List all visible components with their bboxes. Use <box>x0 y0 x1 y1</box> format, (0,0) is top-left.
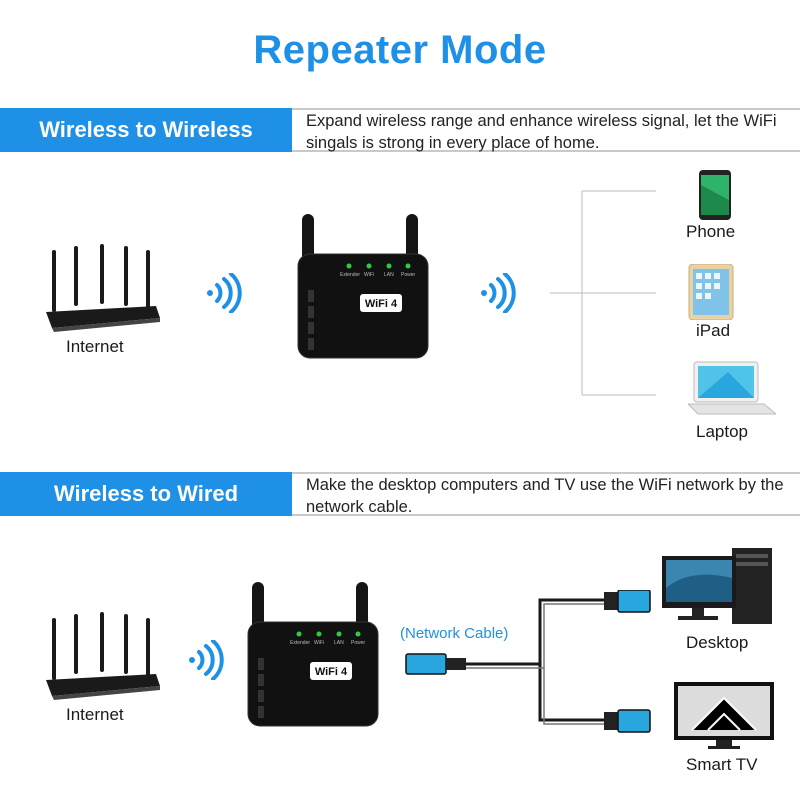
device-label: Phone <box>686 222 736 241</box>
repeater-device: Extender WiFi LAN Power WiFi 4 <box>297 214 429 359</box>
repeater-device: Extender WiFi LAN Power WiFi 4 <box>247 582 379 727</box>
led-label: Power <box>351 640 366 646</box>
device-label: iPad <box>696 321 731 340</box>
network-cable <box>405 590 651 733</box>
led-label: LAN <box>384 272 394 278</box>
connection-lines <box>550 190 656 396</box>
wifi-badge: WiFi 4 <box>315 666 348 678</box>
led-label: WiFi <box>314 640 324 646</box>
tablet-icon <box>688 264 734 320</box>
router-label: Internet <box>66 337 124 356</box>
section-header-wired: Wireless to Wired Make the desktop compu… <box>0 472 800 516</box>
wifi-signal-icon <box>189 640 224 680</box>
router-icon <box>46 612 160 700</box>
tv-icon <box>674 682 774 749</box>
section-description: Make the desktop computers and TV use th… <box>306 476 784 516</box>
device-label: Smart TV <box>686 755 758 774</box>
phone-icon <box>699 170 731 220</box>
led-label: WiFi <box>364 272 374 278</box>
wifi-signal-icon <box>481 273 516 313</box>
laptop-icon <box>688 361 776 415</box>
section-tag: Wireless to Wired <box>0 472 292 516</box>
led-label: Extender <box>290 640 310 646</box>
device-label: Desktop <box>686 633 749 652</box>
wifi-badge: WiFi 4 <box>365 298 398 310</box>
page-title: Repeater Mode <box>253 28 547 72</box>
section-tag: Wireless to Wireless <box>0 108 292 152</box>
router-label: Internet <box>66 705 124 724</box>
section-header-wireless: Wireless to Wireless Expand wireless ran… <box>0 108 800 152</box>
device-label: Laptop <box>696 422 748 441</box>
led-label: Extender <box>340 272 360 278</box>
divider <box>0 108 800 110</box>
wifi-signal-icon <box>207 273 242 313</box>
desktop-icon <box>662 548 772 624</box>
router-icon <box>46 244 160 332</box>
divider <box>0 514 800 516</box>
section-description: Expand wireless range and enhance wirele… <box>306 112 777 152</box>
divider <box>0 472 800 474</box>
led-label: Power <box>401 272 416 278</box>
led-label: LAN <box>334 640 344 646</box>
cable-label: (Network Cable) <box>400 625 509 642</box>
divider <box>0 150 800 152</box>
